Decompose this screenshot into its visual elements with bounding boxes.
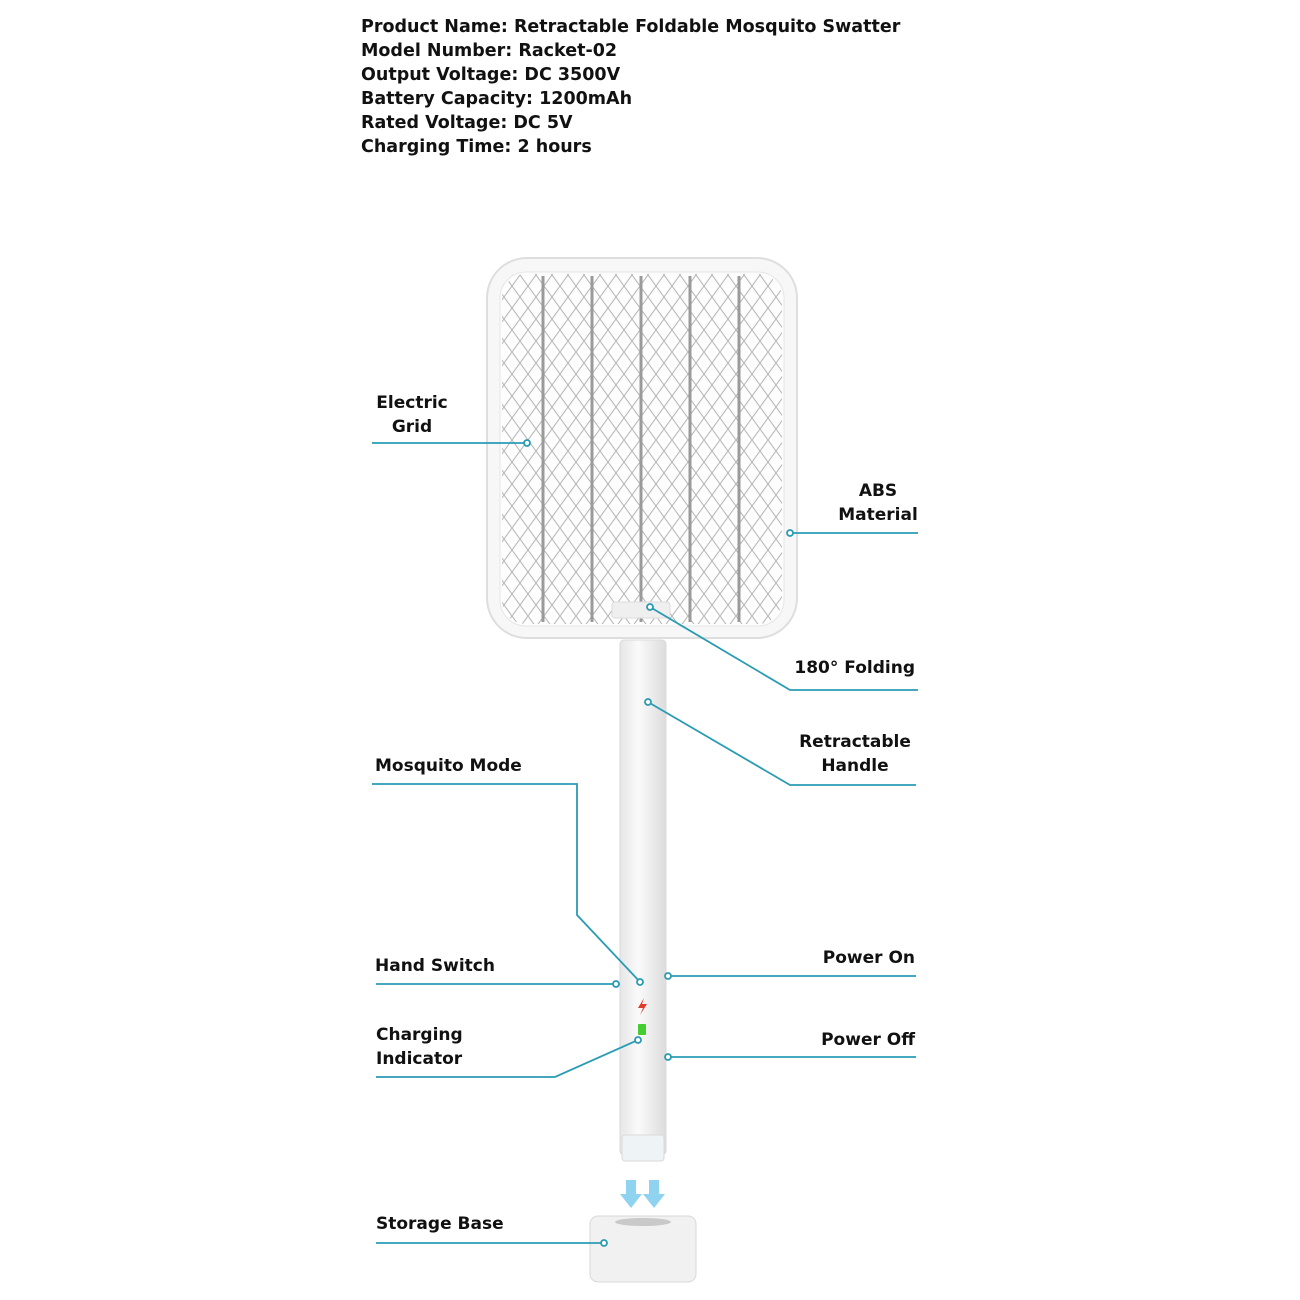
callout-dots <box>523 439 794 1247</box>
retractable-handle <box>619 639 667 1162</box>
spec-model-number: Model Number: Racket-02 <box>361 41 618 61</box>
label-line: Grid <box>391 417 433 437</box>
label-electric-grid: Electric Grid <box>362 391 462 439</box>
spec-product-name: Product Name: Retractable Foldable Mosqu… <box>361 17 901 37</box>
racket-head <box>486 257 798 639</box>
grid-bars <box>541 276 741 622</box>
label-abs-material: ABS Material <box>828 479 928 527</box>
label-line: Indicator <box>376 1049 463 1069</box>
callout-lines <box>372 442 918 1244</box>
label-line: Charging <box>376 1025 463 1045</box>
label-charging-indicator: Charging Indicator <box>376 1023 463 1071</box>
spec-rated-voltage: Rated Voltage: DC 5V <box>361 113 573 133</box>
battery-indicator-icon <box>638 1024 646 1035</box>
spec-list: Product Name: Retractable Foldable Mosqu… <box>361 15 900 159</box>
charge-bolt-icon <box>638 998 647 1015</box>
label-line: Material <box>838 505 918 525</box>
label-180-folding: 180° Folding <box>794 658 915 678</box>
label-retractable-handle: Retractable Handle <box>795 730 915 778</box>
label-mosquito-mode: Mosquito Mode <box>375 756 522 776</box>
spec-charging-time: Charging Time: 2 hours <box>361 137 592 157</box>
storage-base <box>589 1215 697 1283</box>
label-hand-switch: Hand Switch <box>375 956 495 976</box>
label-line: Retractable <box>799 732 911 752</box>
label-line: Electric <box>376 393 448 413</box>
label-storage-base: Storage Base <box>376 1214 504 1234</box>
spec-battery-capacity: Battery Capacity: 1200mAh <box>361 89 633 109</box>
spec-output-voltage: Output Voltage: DC 3500V <box>361 65 621 85</box>
label-line: Handle <box>821 756 889 776</box>
down-arrows-icon <box>620 1180 665 1208</box>
label-power-on: Power On <box>822 948 915 968</box>
label-power-off: Power Off <box>821 1030 915 1050</box>
label-line: ABS <box>858 481 898 501</box>
